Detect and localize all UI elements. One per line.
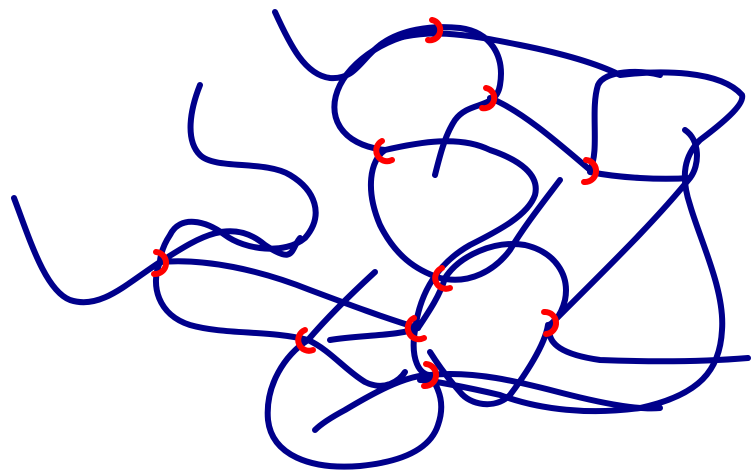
polymer-strand-g	[11, 195, 421, 331]
polymer-strand-f	[427, 241, 569, 408]
crosslink-marker-3	[373, 138, 395, 165]
polymer-strand-e	[487, 69, 751, 365]
crosslink-marker-10	[421, 361, 440, 390]
crosslink-marker-7	[541, 308, 560, 337]
polymer-strand-k	[415, 275, 663, 412]
crosslink-marker-2	[479, 85, 498, 112]
polymer-strand-c	[331, 28, 563, 283]
polymer-strands	[11, 9, 751, 470]
crosslink-markers	[151, 17, 600, 390]
crosslink-marker-9	[295, 327, 316, 354]
polymer-strand-a	[272, 9, 504, 178]
crosslink-marker-4	[581, 157, 600, 186]
polymer-strand-h	[157, 82, 319, 265]
crosslink-marker-6	[432, 265, 453, 292]
polymer-strand-b	[377, 30, 746, 415]
crosslink-marker-1	[425, 17, 444, 44]
crosslink-marker-5	[151, 249, 170, 278]
polymer-strand-j	[264, 269, 445, 470]
crosslink-marker-8	[404, 315, 427, 343]
